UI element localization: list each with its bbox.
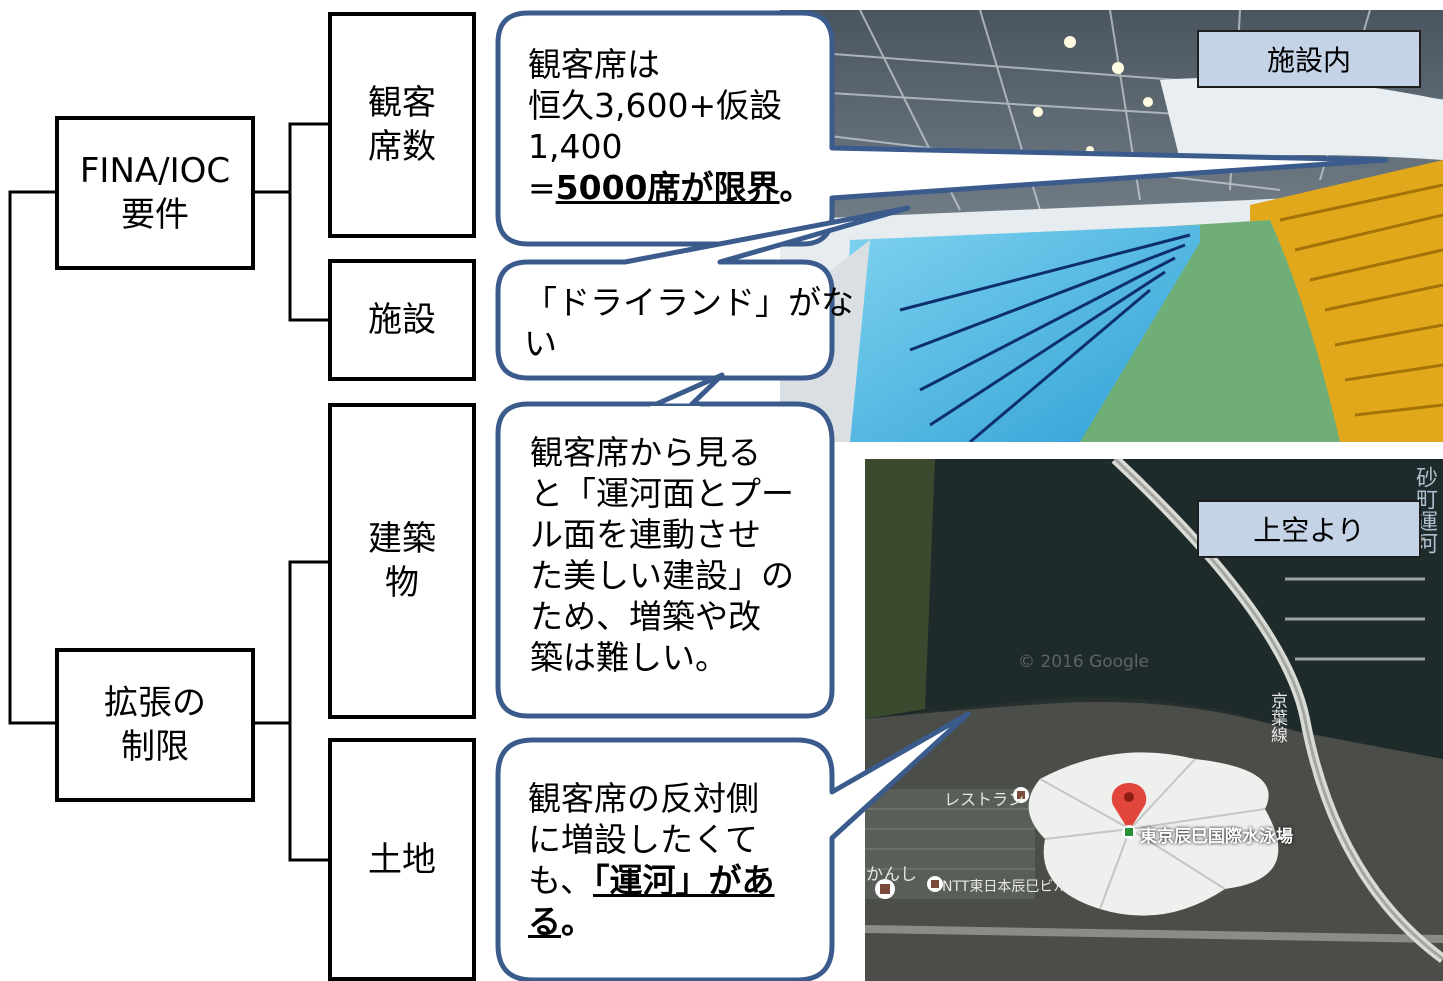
canal-emphasis: 「運河」があ [593, 861, 775, 900]
seats-line-1: 観客席は [528, 45, 660, 84]
building-line: 築は難しい。 [530, 638, 728, 677]
root-connector [8, 190, 55, 725]
facility-line-2: い [524, 324, 557, 363]
facility-line-1: 「ドライランド」がな [524, 283, 854, 322]
building-line: 観客席から見る [530, 433, 761, 472]
building-line: ため、増築や改 [530, 597, 761, 636]
map-label-keiyo: 京葉線 [1267, 692, 1287, 743]
fina-ioc-label: FINA/IOC 要件 [79, 151, 231, 235]
aerial-tag: 上空より [1197, 500, 1421, 558]
building-line: と「運河面とプー [530, 474, 794, 513]
land-box: 土地 [328, 738, 476, 981]
bubble-land [495, 711, 971, 981]
map-label-restaurant: レストラン [944, 790, 1025, 809]
seats-box: 観客 席数 [328, 12, 476, 238]
building-line: た美しい建設」の [530, 556, 794, 595]
seats-line-4-suffix: 。 [779, 168, 813, 207]
seats-bubble-text: 観客席は 恒久3,600+仮設 1,400 =5000席が限界。 [528, 44, 813, 208]
seats-line-4-prefix: = [528, 168, 556, 207]
land-line-3-prefix: も、 [528, 861, 594, 900]
expansion-connector [253, 560, 328, 862]
facility-bubble-text: 「ドライランド」がな い [524, 282, 854, 364]
land-line-4: る。 [528, 901, 775, 942]
seats-line-3: 1,400 [528, 127, 623, 166]
building-label: 建築 物 [368, 519, 436, 603]
seats-line-4: =5000席が限界。 [528, 167, 813, 208]
building-line: ル面を連動させ [530, 515, 761, 554]
canal-emphasis-end: る [528, 902, 561, 941]
expansion-limit-box: 拡張の 制限 [55, 648, 255, 802]
bubble-seats [495, 10, 1389, 247]
land-line-3: も、「運河」があ [528, 860, 775, 901]
map-label-kanshi: かんし [866, 865, 917, 885]
fina-ioc-box: FINA/IOC 要件 [55, 116, 255, 270]
land-line-2: に増設したくて [528, 820, 759, 859]
inside-tag: 施設内 [1197, 30, 1421, 88]
bubble-facility [495, 205, 911, 381]
map-label-venue: 東京辰巳国際水泳場 [1140, 827, 1293, 847]
land-line-1: 観客席の反対側 [528, 779, 759, 818]
facility-box: 施設 [328, 259, 476, 381]
seats-label: 観客 席数 [368, 83, 436, 167]
seats-limit-emphasis: 5000席が限界 [555, 168, 780, 207]
fina-connector [253, 122, 328, 322]
building-box: 建築 物 [328, 403, 476, 719]
bubble-building [495, 401, 835, 719]
seats-line-2: 恒久3,600+仮設 [528, 86, 783, 125]
map-label-ntt: NTT東日本辰巳ビル [942, 879, 1068, 895]
land-bubble-text: 観客席の反対側 に増設したくて も、「運河」があ る。 [528, 778, 775, 942]
expansion-limit-label: 拡張の 制限 [104, 683, 206, 767]
map-label-copyright: © 2016 Google [1018, 652, 1150, 672]
land-label: 土地 [368, 839, 436, 880]
land-line-4-suffix: 。 [561, 902, 594, 941]
facility-label: 施設 [368, 300, 436, 340]
building-bubble-text: 観客席から見る と「運河面とプー ル面を連動させ た美しい建設」の ため、増築や… [530, 432, 794, 678]
